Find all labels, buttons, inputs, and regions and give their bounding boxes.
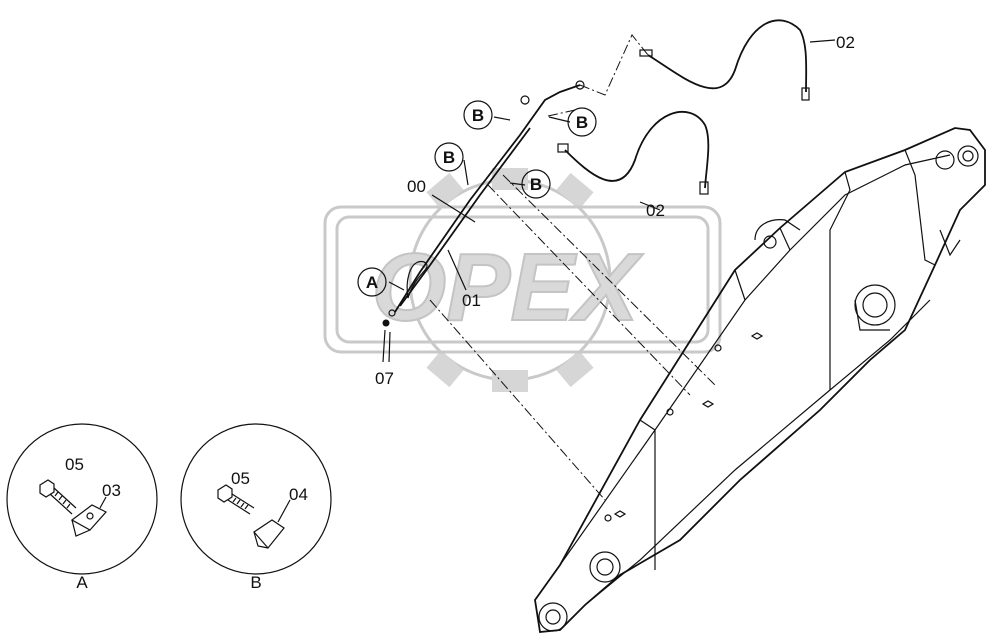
- detail-a-clip: [70, 504, 107, 537]
- assembly-lines: [429, 34, 716, 501]
- detail-b-label-bolt: 05: [231, 469, 250, 488]
- detail-b: 05 04 B: [180, 423, 332, 592]
- detail-b-caption: B: [250, 573, 261, 592]
- detail-a-label-clip: 03: [102, 481, 121, 500]
- watermark-inner-frame: [335, 215, 710, 344]
- watermark-outer-frame: [323, 205, 722, 354]
- detail-a: 05 03 A: [6, 423, 158, 592]
- ref-b3-label: B: [443, 148, 455, 167]
- ref-bubble-b4: B: [521, 169, 551, 199]
- hose-top: [639, 19, 810, 101]
- hose-middle: [557, 110, 710, 195]
- ref-b1-label: B: [472, 106, 484, 125]
- ref-b4-label: B: [530, 175, 542, 194]
- watermark-text: OPEX: [372, 234, 644, 341]
- watermark-logo: OPEX: [323, 168, 722, 392]
- part-label-07: 07: [375, 369, 394, 388]
- detail-b-bolt: [217, 484, 255, 515]
- pipe-assembly: [382, 80, 585, 327]
- watermark-gear: [408, 168, 612, 392]
- ref-bubble-b2: B: [567, 107, 597, 137]
- part-label-00: 00: [407, 177, 426, 196]
- part-label-01: 01: [462, 291, 481, 310]
- ref-b2-label: B: [576, 113, 588, 132]
- detail-a-circle: [6, 423, 158, 575]
- detail-a-label-bolt: 05: [65, 455, 84, 474]
- detail-b-circle: [180, 423, 332, 575]
- ref-bubble-a: A: [357, 267, 387, 297]
- detail-a-bolt: [39, 479, 77, 515]
- part-label-02-top: 02: [836, 33, 855, 52]
- boom-arm: [534, 127, 986, 633]
- ref-bubble-b1: B: [463, 100, 493, 130]
- detail-b-clip: [253, 519, 285, 549]
- detail-a-caption: A: [76, 573, 88, 592]
- detail-b-label-clip: 04: [289, 485, 308, 504]
- ref-a-label: A: [366, 273, 378, 292]
- part-label-02-middle: 02: [646, 201, 665, 220]
- leader-lines: [382, 39, 836, 363]
- ref-bubble-b3: B: [434, 142, 464, 172]
